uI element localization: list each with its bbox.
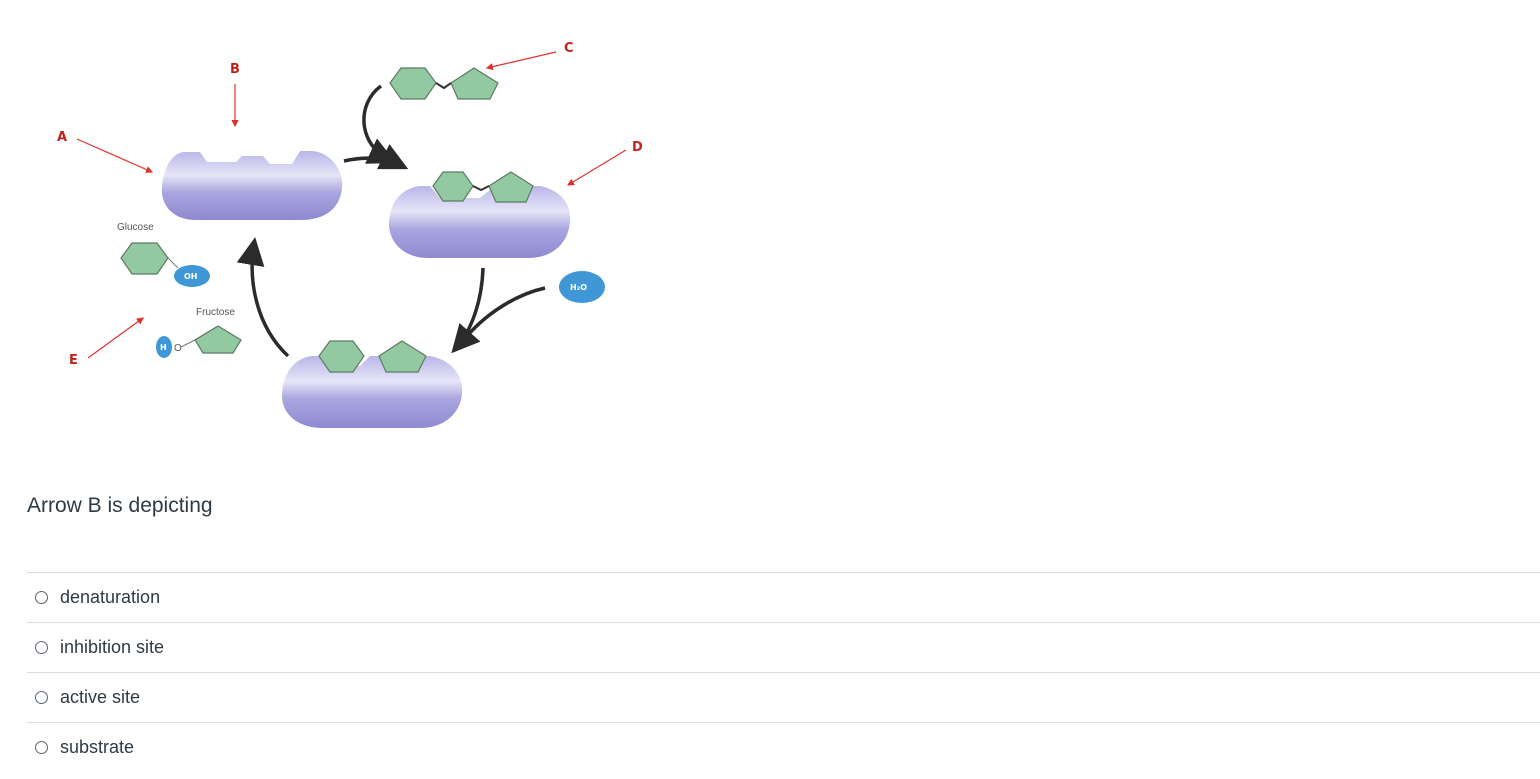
label-e: E [69, 353, 78, 368]
hydrogen-label: H [160, 343, 167, 352]
fructose-molecule: Fructose H O [156, 307, 242, 358]
pointer-arrow-a: A [57, 130, 154, 173]
hydroxyl-label: OH [184, 272, 198, 281]
answer-list: denaturation inhibition site active site… [27, 572, 1540, 772]
oxygen-label: O [174, 343, 182, 354]
label-b: B [230, 62, 240, 77]
answer-label: denaturation [60, 587, 161, 607]
enzyme-empty [161, 151, 343, 220]
enzyme-product-complex [281, 340, 463, 428]
enzyme-cycle-diagram: Glucose OH Fructose H O H₂O [0, 0, 700, 470]
radio-button[interactable] [35, 591, 48, 604]
answer-option[interactable]: substrate [27, 723, 1540, 772]
answer-option[interactable]: active site [27, 673, 1540, 723]
cycle-arrows [236, 84, 546, 358]
label-a: A [57, 130, 67, 145]
radio-button[interactable] [35, 691, 48, 704]
glucose-molecule: Glucose OH [117, 222, 210, 287]
fructose-label: Fructose [196, 307, 235, 318]
water-label: H₂O [570, 283, 587, 292]
question-text: Arrow B is depicting [27, 494, 213, 517]
pointer-arrow-e: E [69, 317, 144, 368]
answer-option[interactable]: inhibition site [27, 623, 1540, 673]
answer-label: substrate [60, 737, 135, 757]
answer-label: active site [60, 687, 141, 707]
enzyme-substrate-complex [388, 171, 571, 258]
pointer-arrow-c: C [485, 41, 574, 71]
sucrose-substrate [389, 67, 499, 100]
label-d: D [632, 140, 643, 155]
pointer-arrow-d: D [566, 140, 643, 186]
radio-button[interactable] [35, 641, 48, 654]
radio-button[interactable] [35, 741, 48, 754]
label-c: C [564, 41, 574, 56]
answer-label: inhibition site [60, 637, 165, 657]
glucose-label: Glucose [117, 222, 154, 233]
water-molecule: H₂O [559, 271, 605, 303]
answer-option[interactable]: denaturation [27, 573, 1540, 623]
pointer-arrow-b: B [230, 62, 240, 128]
